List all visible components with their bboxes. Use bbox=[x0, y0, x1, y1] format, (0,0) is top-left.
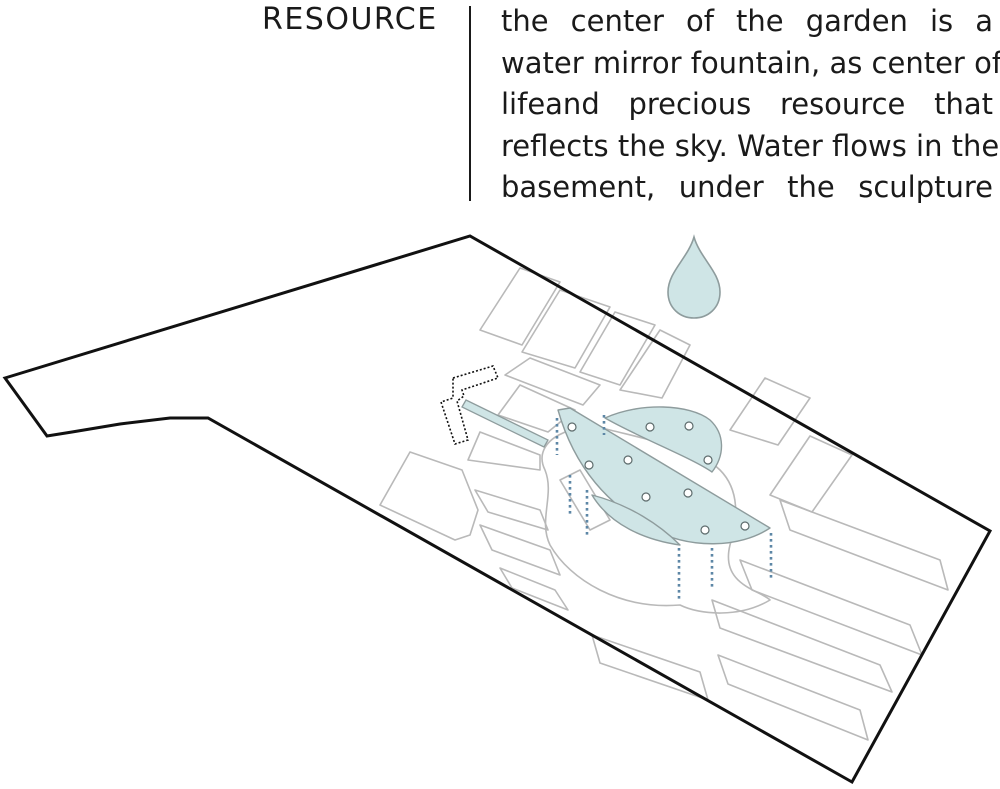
fountain-jet bbox=[684, 421, 694, 431]
section-heading: RESOURCE bbox=[262, 2, 438, 37]
block-outline bbox=[504, 357, 601, 406]
mirror-lower-leaf bbox=[591, 494, 681, 546]
site-boundary bbox=[2, 234, 993, 785]
fountain-jets bbox=[567, 421, 750, 535]
fountain-jet bbox=[567, 422, 577, 432]
description-line: reflects the sky. Water flows in the bbox=[501, 128, 1000, 163]
block-outline bbox=[521, 289, 611, 369]
fountain-jet bbox=[703, 455, 713, 465]
description-text: the center of the garden is a water mirr… bbox=[501, 1, 1000, 209]
block-outline bbox=[499, 567, 569, 611]
block-outline bbox=[497, 384, 576, 433]
underground-water-lines bbox=[555, 415, 773, 600]
block-outline bbox=[779, 499, 949, 591]
fountain-jet bbox=[623, 455, 633, 465]
description-line: lifeand precious resource that bbox=[501, 87, 993, 121]
water-drop-icon bbox=[667, 234, 721, 319]
block-outline bbox=[619, 329, 691, 399]
description-line: basement, under the sculpture bbox=[501, 170, 993, 204]
fountain-jet bbox=[683, 488, 693, 498]
block-outline bbox=[559, 469, 611, 531]
fountain-jet bbox=[584, 460, 594, 470]
heading-divider bbox=[469, 6, 471, 201]
block-outline bbox=[474, 489, 549, 531]
description-line: water mirror fountain, as center of bbox=[501, 45, 1000, 80]
fountain-jet bbox=[641, 492, 651, 502]
garden-outline bbox=[541, 426, 771, 614]
block-outline bbox=[711, 599, 893, 693]
block-outline bbox=[379, 451, 479, 541]
water-channel bbox=[461, 399, 549, 448]
block-outline bbox=[739, 559, 923, 656]
block-outline bbox=[479, 267, 561, 346]
description-line: the center of the garden is a bbox=[501, 4, 993, 38]
fountain-jet bbox=[700, 525, 710, 535]
block-outline bbox=[717, 654, 869, 741]
block-outline bbox=[579, 311, 656, 386]
fountain-jet bbox=[740, 521, 750, 531]
block-outline bbox=[729, 377, 811, 446]
fountain-jet bbox=[645, 422, 655, 432]
water-mirror bbox=[557, 406, 771, 546]
block-outline bbox=[467, 431, 541, 471]
block-outline bbox=[479, 524, 561, 576]
